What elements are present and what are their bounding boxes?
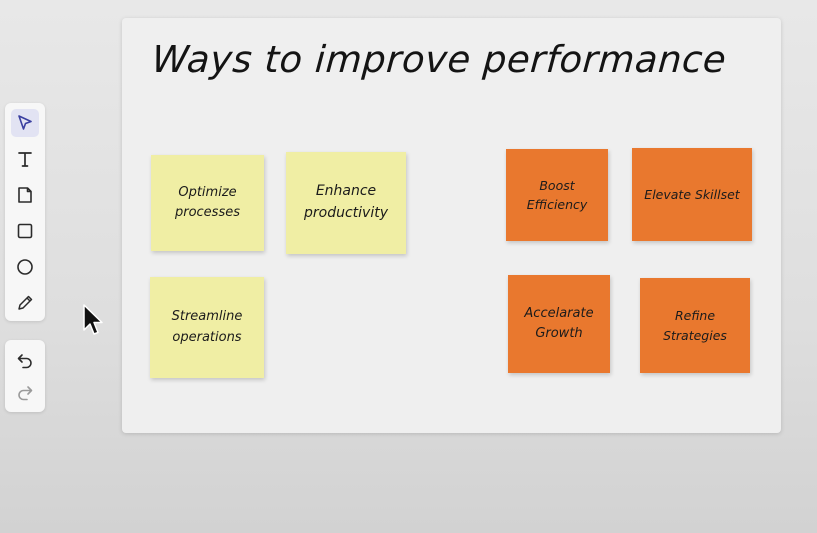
note-icon <box>18 187 32 203</box>
sticky-note-text: Optimize processes <box>174 184 240 220</box>
sticky-note-text: Boost Efficiency <box>526 177 588 212</box>
rectangle-tool[interactable] <box>11 217 39 245</box>
undo-button[interactable] <box>11 346 39 374</box>
history-controls <box>5 340 45 412</box>
board-title[interactable]: Ways to improve performance <box>150 38 728 81</box>
sticky-note-tool[interactable] <box>11 181 39 209</box>
mouse-cursor-icon <box>83 304 103 335</box>
sticky-note-boost[interactable]: Boost Efficiency <box>506 149 608 241</box>
undo-icon <box>17 354 32 369</box>
pencil-icon <box>18 295 33 310</box>
text-T-icon <box>18 152 32 167</box>
tool-palette <box>5 103 45 321</box>
sticky-note-text: Refine Strategies <box>663 308 727 343</box>
sticky-note-text: Elevate Skillset <box>644 186 740 202</box>
sticky-note-streamline[interactable]: Streamline operations <box>150 277 264 378</box>
redo-button[interactable] <box>11 378 39 406</box>
sticky-note-text: Accelarate Growth <box>524 305 594 341</box>
redo-icon <box>18 386 33 401</box>
circle-icon <box>17 259 33 275</box>
sticky-note-elevate[interactable]: Elevate Skillset <box>632 148 752 241</box>
sticky-note-enhance[interactable]: Enhance productivity <box>286 152 406 254</box>
text-tool[interactable] <box>11 145 39 173</box>
sticky-note-text: Enhance productivity <box>304 183 388 221</box>
sticky-note-accelarate[interactable]: Accelarate Growth <box>508 275 610 373</box>
select-tool[interactable] <box>11 109 39 137</box>
pointer-arrow-icon <box>18 115 32 130</box>
ellipse-tool[interactable] <box>11 253 39 281</box>
pen-tool[interactable] <box>11 289 39 317</box>
sticky-note-optimize[interactable]: Optimize processes <box>151 155 264 251</box>
square-icon <box>17 223 33 239</box>
sticky-note-refine[interactable]: Refine Strategies <box>640 278 750 373</box>
sticky-note-text: Streamline operations <box>171 309 243 345</box>
